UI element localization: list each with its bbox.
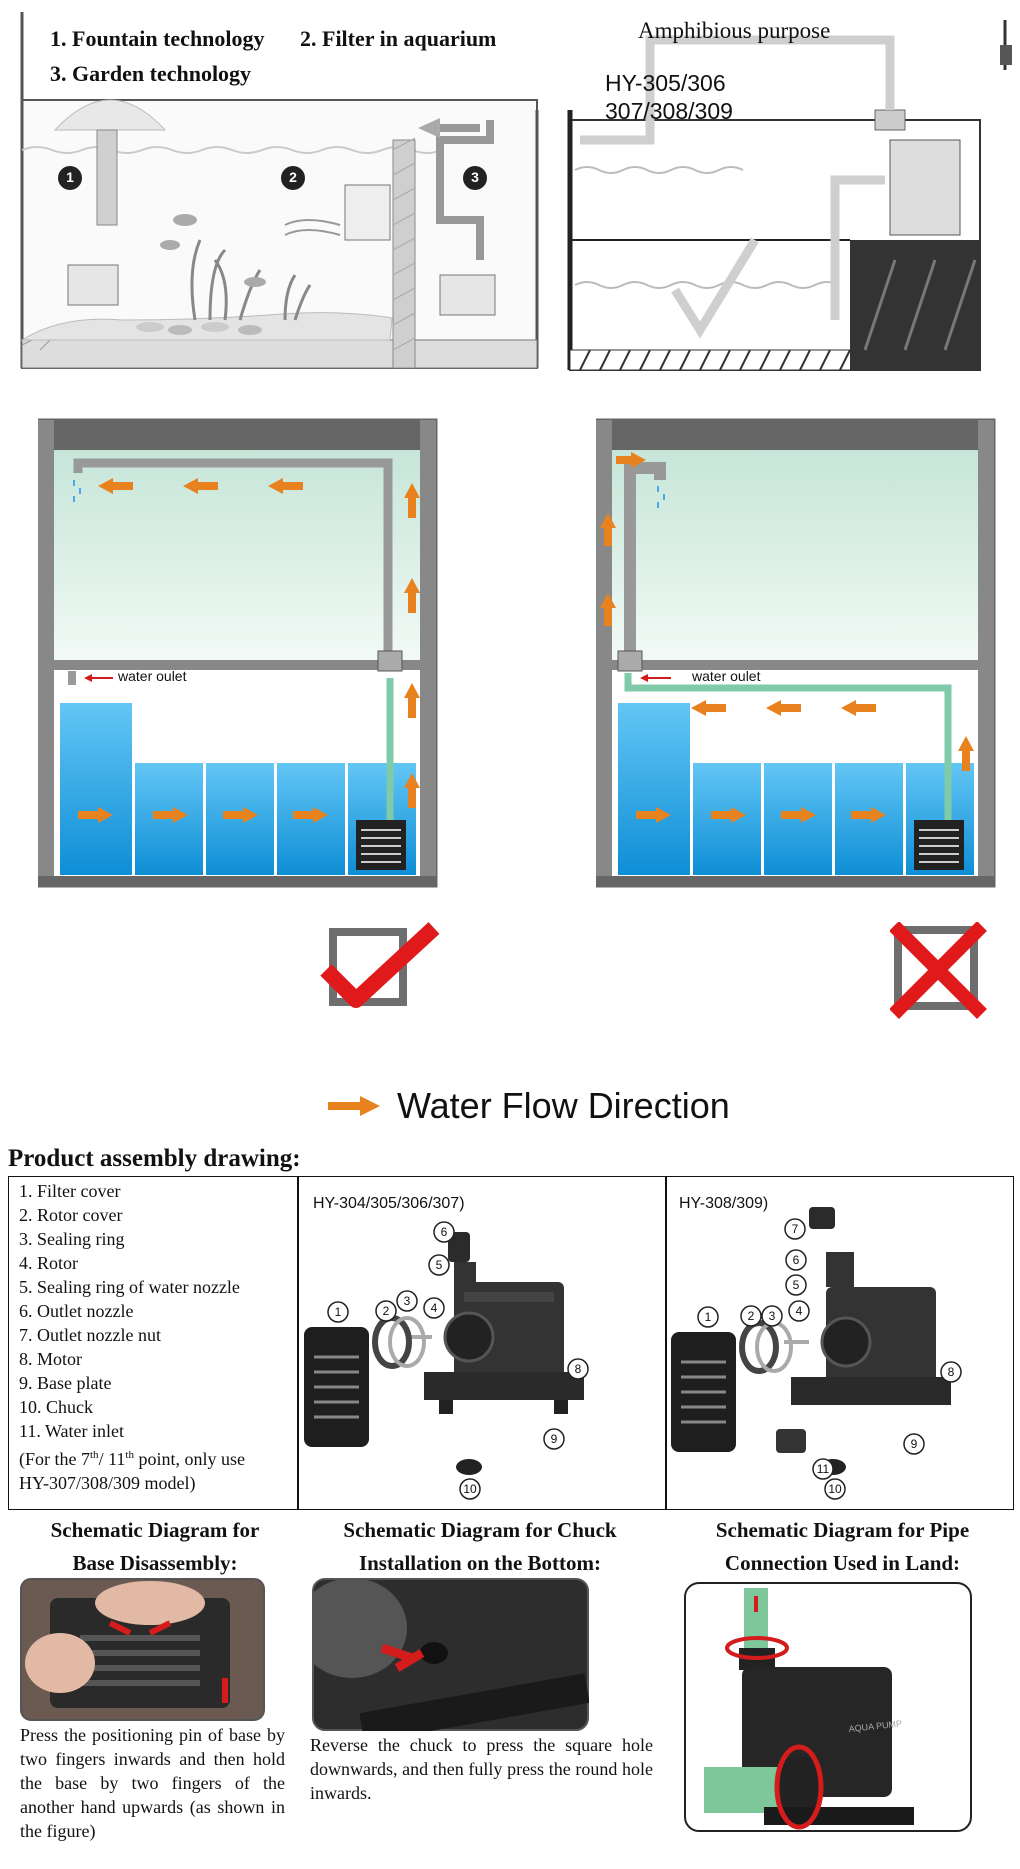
usage-label-filter: 2. Filter in aquarium [300,26,496,52]
parts-note: (For the 7th/ 11th point, only use [19,1443,245,1471]
part-item: 2. Rotor cover [19,1203,245,1227]
usage-diagram-panel: 1 2 3 1. Fountain technology 2. Filter i… [0,0,540,380]
assembly-title: Product assembly drawing: [8,1145,301,1173]
part-item: 1. Filter cover [19,1179,245,1203]
part-item: 6. Outlet nozzle [19,1299,245,1323]
correct-setup-illustration [38,418,438,888]
callout-a-4: 4 [431,1301,438,1315]
usage-number-2: 2 [287,169,299,185]
part-item: 3. Sealing ring [19,1227,245,1251]
callout-a-5: 5 [436,1258,443,1272]
callout-b-11: 11 [817,1462,830,1476]
flow-diagram-incorrect: water oulet [596,418,996,888]
amphibious-illustration [545,0,1020,380]
pump-exploded-view-b: 1 2 3 4 5 6 7 8 9 10 11 [671,1197,1011,1507]
callout-b-1: 1 [705,1310,712,1324]
part-item: 10. Chuck [19,1395,245,1419]
amphibious-diagram-panel: Amphibious purpose HY-305/306 307/308/30… [545,0,1020,380]
callout-b-10: 10 [828,1482,842,1496]
callout-b-7: 7 [792,1222,799,1236]
callout-a-3: 3 [404,1294,411,1308]
cross-icon [890,922,990,1022]
callout-a-1: 1 [335,1305,342,1319]
parts-list: 1. Filter cover 2. Rotor cover 3. Sealin… [19,1179,245,1495]
pipe-connection-photo: AQUA PUMP [684,1582,972,1832]
check-icon [318,920,448,1020]
schematic-3-title: Schematic Diagram for Pipe Connection Us… [670,1514,1015,1580]
usage-number-1: 1 [64,169,76,185]
chuck-installation-photo [312,1578,589,1731]
part-item: 5. Sealing ring of water nozzle [19,1275,245,1299]
callout-b-6: 6 [793,1253,800,1267]
callout-b-4: 4 [796,1304,803,1318]
amphibious-title: Amphibious purpose [638,18,830,44]
flow-diagram-correct: water oulet [38,418,438,888]
part-item: 8. Motor [19,1347,245,1371]
callout-b-5: 5 [793,1278,800,1292]
orange-arrow-icon [328,1094,382,1118]
part-item: 9. Base plate [19,1371,245,1395]
callout-a-8: 8 [575,1362,582,1376]
callout-a-6: 6 [441,1225,448,1239]
schematic-1-title: Schematic Diagram for Base Disassembly: [10,1514,300,1580]
parts-note-line2: HY-307/308/309 model) [19,1471,245,1495]
schematic-1-caption: Press the positioning pin of base by two… [20,1723,285,1843]
water-outlet-label-left: water oulet [118,668,186,684]
schematic-2-caption: Reverse the chuck to press the square ho… [310,1733,653,1805]
callout-b-8: 8 [948,1365,955,1379]
callout-a-9: 9 [551,1432,558,1446]
aquarium-usage-illustration [0,0,540,380]
part-item: 11. Water inlet [19,1419,245,1443]
usage-number-3: 3 [469,169,481,185]
amphibious-model-line2: 307/308/309 [605,98,733,125]
amphibious-model-line1: HY-305/306 [605,70,726,97]
callout-a-2: 2 [383,1304,390,1318]
pump-exploded-view-a: 1 2 3 4 5 6 8 9 10 [304,1217,659,1507]
callout-b-2: 2 [748,1309,755,1323]
model-a-label: HY-304/305/306/307) [313,1195,465,1213]
callout-b-3: 3 [769,1309,776,1323]
assembly-table: 1. Filter cover 2. Rotor cover 3. Sealin… [8,1176,1014,1510]
usage-label-garden: 3. Garden technology [50,61,251,87]
part-item: 4. Rotor [19,1251,245,1275]
schematic-2-title: Schematic Diagram for Chuck Installation… [305,1514,655,1580]
usage-label-fountain: 1. Fountain technology [50,26,265,52]
legend-text: Water Flow Direction [397,1085,730,1127]
part-item: 7. Outlet nozzle nut [19,1323,245,1347]
incorrect-setup-illustration [596,418,996,888]
callout-a-10: 10 [463,1482,477,1496]
callout-b-9: 9 [911,1437,918,1451]
base-disassembly-photo [20,1578,265,1721]
water-outlet-label-right: water oulet [692,668,760,684]
